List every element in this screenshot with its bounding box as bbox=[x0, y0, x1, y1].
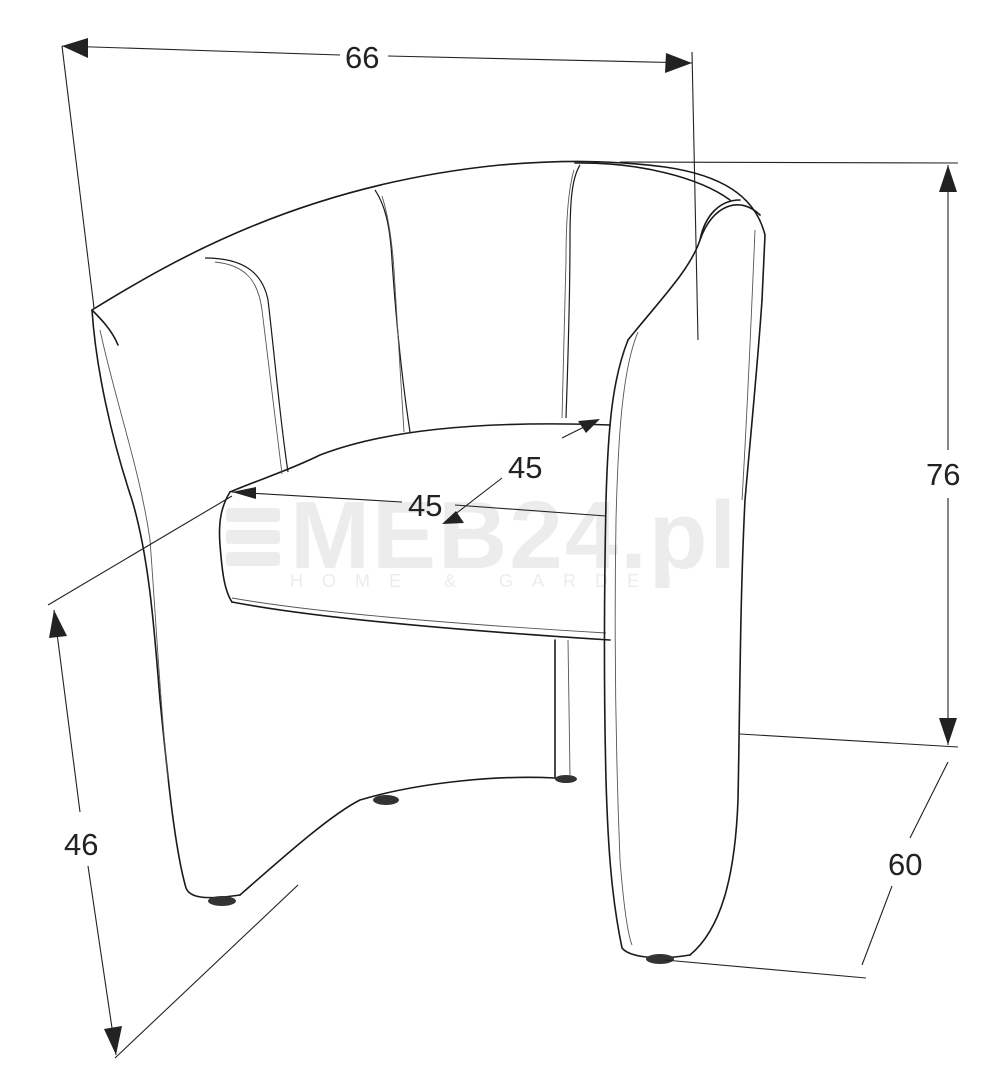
dimension-width: 66 bbox=[61, 38, 699, 341]
height-label: 76 bbox=[926, 457, 960, 492]
dimension-seat-height: 46 bbox=[47, 495, 299, 1059]
seat-width-label: 45 bbox=[408, 488, 442, 523]
width-label: 66 bbox=[345, 40, 379, 75]
watermark: MEB24.pl HOME & GARDEN bbox=[226, 482, 736, 591]
dimension-depth: 60 bbox=[664, 761, 949, 979]
dimension-seat-width: 45 bbox=[231, 487, 607, 523]
foot-right-front bbox=[646, 954, 674, 964]
foot-left-front bbox=[208, 896, 236, 906]
watermark-logo-icon bbox=[226, 508, 280, 566]
foot-right-back bbox=[555, 775, 577, 783]
watermark-tagline: HOME & GARDEN bbox=[290, 571, 690, 591]
armchair-outline bbox=[91, 160, 766, 964]
foot-left-back bbox=[373, 795, 399, 805]
depth-label: 60 bbox=[888, 847, 922, 882]
dimension-height: 76 bbox=[619, 161, 960, 748]
seat-depth-label: 45 bbox=[508, 450, 542, 485]
seat-height-label: 46 bbox=[64, 827, 98, 862]
dimension-seat-depth: 45 bbox=[442, 419, 600, 524]
